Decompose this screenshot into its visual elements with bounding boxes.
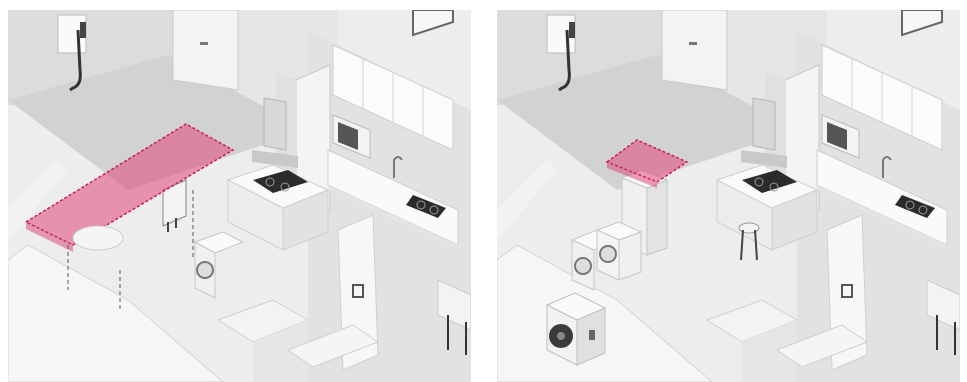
dryer-icon [597, 222, 641, 280]
door-icon [662, 10, 727, 90]
illustration-panel-left [8, 10, 471, 382]
door-icon [173, 10, 238, 90]
air-conditioner-outdoor-unit-icon [547, 293, 605, 365]
room-illustration-right [497, 10, 960, 382]
illustration-panel-right [497, 10, 960, 382]
room-illustration-left [8, 10, 471, 382]
